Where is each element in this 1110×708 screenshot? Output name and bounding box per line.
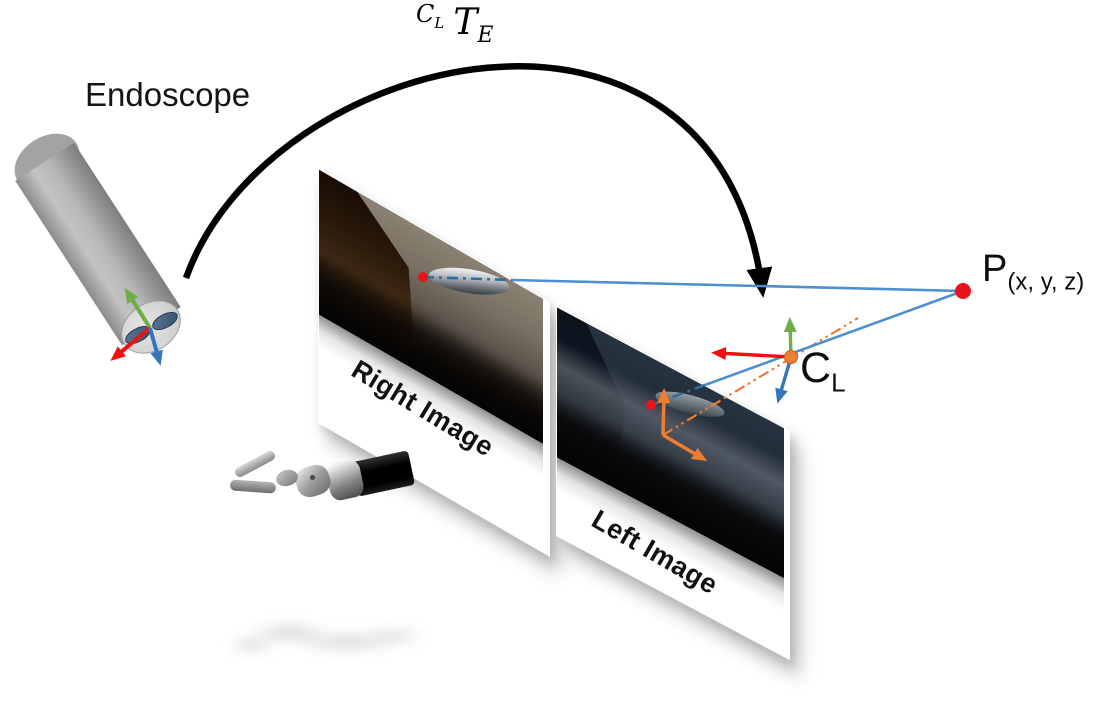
right-image-feature-dot	[418, 272, 428, 282]
left-ray-in-image-dash	[650, 383, 706, 407]
image-x-axis-arrow	[662, 433, 708, 462]
optical-axis-line	[662, 317, 859, 436]
point-p-dot	[955, 283, 971, 299]
endoscope-label: Endoscope	[85, 76, 251, 113]
right-ray-to-point	[511, 278, 964, 293]
left-image-feature-dot	[646, 400, 656, 410]
camera-origin-dot	[784, 350, 798, 364]
grasper-screw	[310, 475, 315, 480]
right-ray-in-image-dash	[422, 275, 513, 282]
transform-label-superscript: CL	[416, 0, 445, 32]
image-y-axis-arrow	[657, 388, 671, 436]
endoscope-x-axis-arrow	[110, 326, 152, 361]
transform-label-main: TE	[453, 2, 494, 49]
point-p-label: P(x, y, z)	[982, 248, 1085, 296]
grasper-blur-shadow	[232, 608, 422, 670]
endoscope-z-axis-arrow	[148, 327, 163, 366]
left-camera-label: CL	[800, 344, 846, 398]
camera-x-axis-arrow	[711, 346, 792, 360]
camera-z-axis-arrow	[775, 356, 793, 404]
left-ray-to-point	[704, 289, 964, 387]
transform-arc-arrow	[182, 63, 773, 298]
endoscope-y-axis-arrow	[124, 287, 152, 330]
